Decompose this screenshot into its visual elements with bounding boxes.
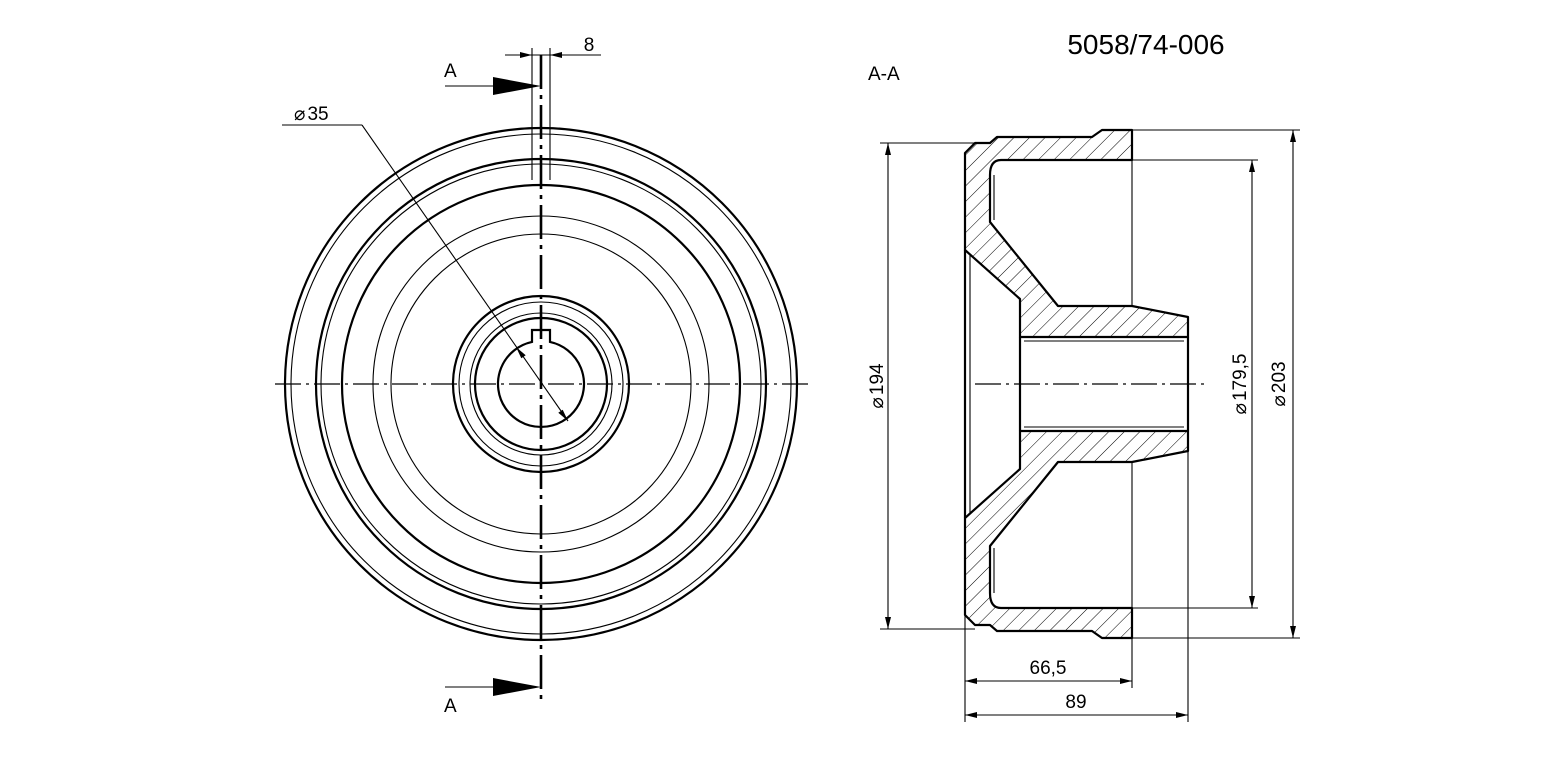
bore-diameter-label: ⌀35 xyxy=(294,104,329,125)
section-lower-half xyxy=(963,429,1190,640)
section-arrow-bottom xyxy=(493,678,541,696)
section-arrow-top xyxy=(493,77,541,95)
bore-diameter-value: 35 xyxy=(307,104,328,125)
arrow-head xyxy=(1290,626,1296,638)
diameter-179-value: 179,5 xyxy=(1230,354,1251,402)
key-width-value: 8 xyxy=(584,35,595,56)
section-title: A-A xyxy=(868,64,900,85)
arrow-head xyxy=(1176,712,1188,718)
arrow-head xyxy=(1120,678,1132,684)
section-upper-half xyxy=(963,128,1190,339)
diameter-symbol: ⌀ xyxy=(867,397,888,408)
diameter-symbol: ⌀ xyxy=(1269,395,1290,406)
section-label-top: A xyxy=(444,61,457,82)
arrow-head xyxy=(1249,160,1255,172)
arrow-head xyxy=(885,617,891,629)
arrow-head xyxy=(558,409,568,421)
diameter-symbol: ⌀ xyxy=(1230,403,1251,414)
diameter-203-value: 203 xyxy=(1269,361,1290,393)
arrow-head xyxy=(520,52,532,58)
bore-leader-diagonal xyxy=(361,124,569,422)
diameter-symbol: ⌀ xyxy=(294,104,305,125)
arrow-head xyxy=(965,678,977,684)
section-label-bottom: A xyxy=(444,696,457,717)
length-89-value: 89 xyxy=(1065,692,1086,713)
diameter-203-label: ⌀ 203 xyxy=(1269,361,1290,406)
diameter-179-label: ⌀179,5 xyxy=(1230,354,1251,415)
arrow-head xyxy=(885,143,891,155)
arrow-head xyxy=(1249,596,1255,608)
arrow-head xyxy=(516,347,526,359)
section-view: ⌀194 ⌀179,5 ⌀203 66,5 89 xyxy=(867,128,1300,722)
arrow-head xyxy=(1290,130,1296,142)
diameter-194-value: 194 xyxy=(867,363,888,395)
arrow-head xyxy=(550,52,562,58)
diameter-194-label: ⌀ 194 xyxy=(867,363,888,409)
drawing-number: 5058/74-006 xyxy=(1067,29,1224,60)
bore-with-keyway xyxy=(496,328,586,428)
front-view: 8 ⌀35 A A xyxy=(275,35,808,717)
arrow-head xyxy=(965,712,977,718)
length-66-value: 66,5 xyxy=(1030,658,1067,679)
